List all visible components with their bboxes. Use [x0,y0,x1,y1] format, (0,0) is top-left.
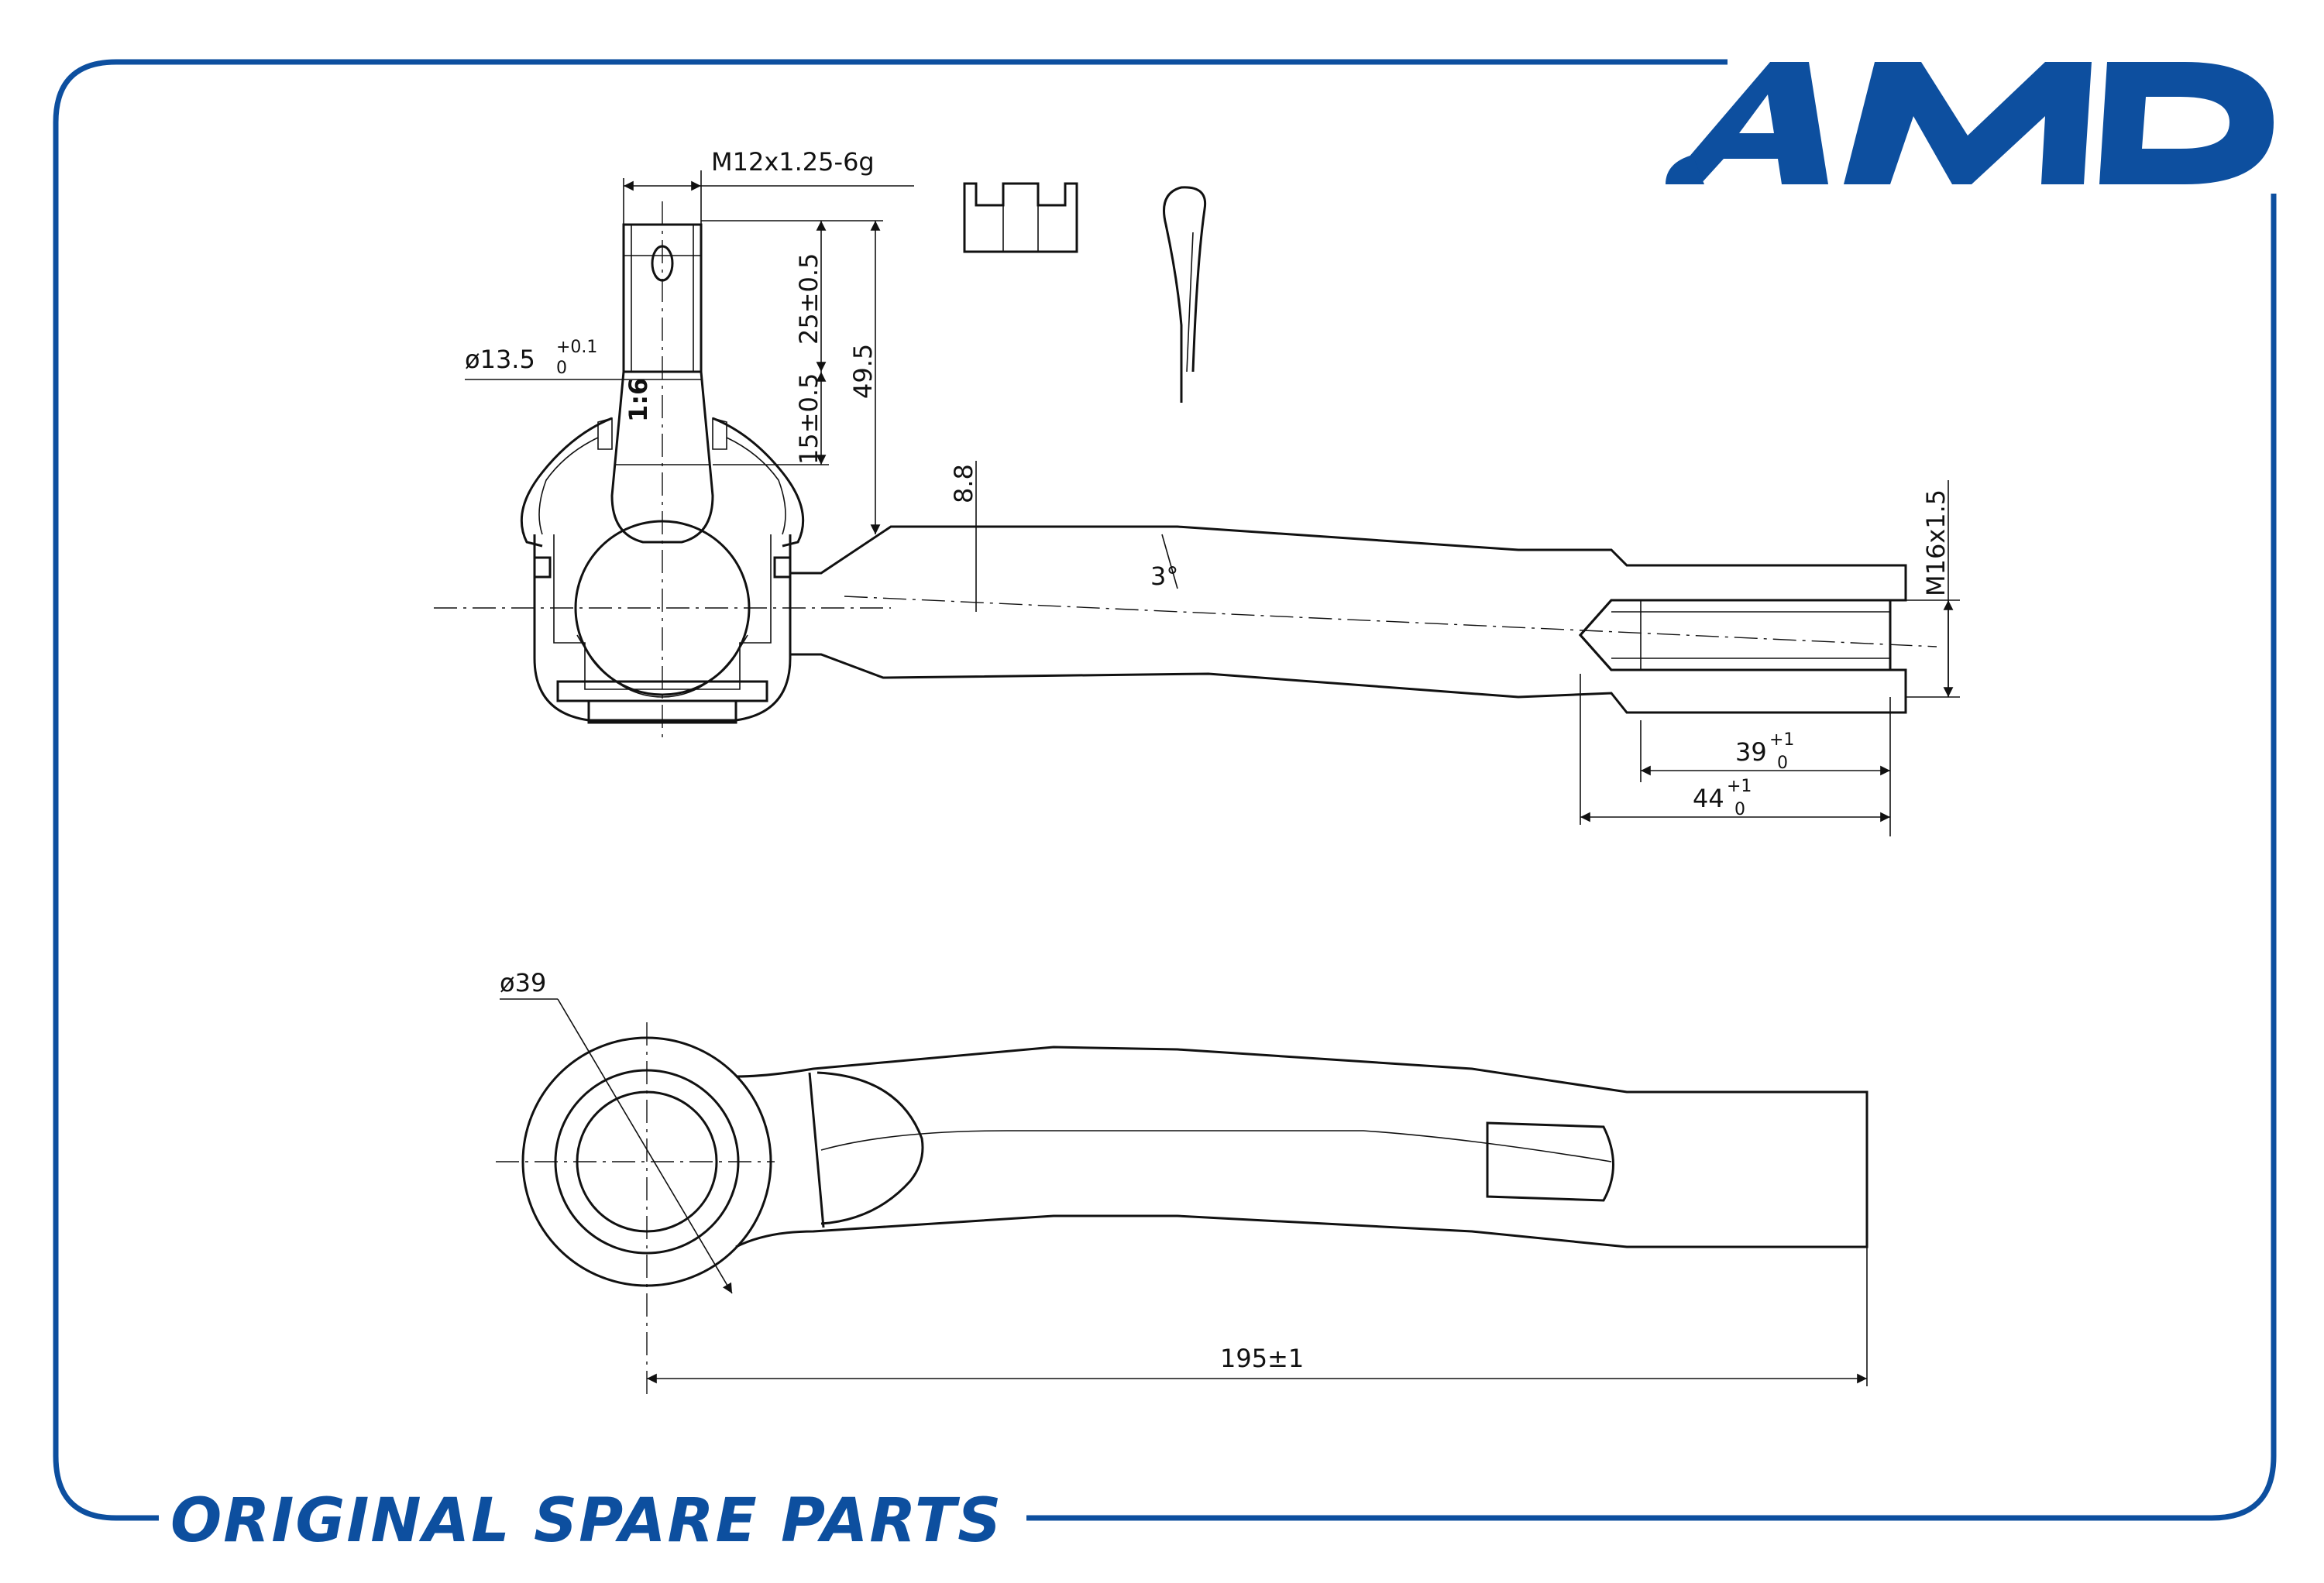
footer-slogan: ORIGINAL SPARE PARTS [170,1486,1002,1556]
dim-depth-44: 44 [1693,784,1724,813]
amd-logo [1666,62,2274,184]
section-view: 1:6 [434,201,1937,743]
dim-length-25: 25±0.5 [794,253,823,345]
taper-ratio-label: 1:6 [624,378,653,422]
dim-depth-39-tol-upper: +1 [1769,730,1794,750]
dim-depth-39: 39 [1735,737,1767,767]
dim-diameter-taper-tol-lower: 0 [556,359,567,378]
dim-depth-44-tol-lower: 0 [1734,800,1745,819]
dim-length-49: 49.5 [848,344,878,399]
dim-8-8: 8.8 [949,464,978,503]
cotter-pin-icon [1163,186,1207,403]
dim-overall-length: 195±1 [1220,1344,1304,1373]
castle-nut-icon [963,182,1078,253]
plan-view [496,998,1868,1394]
dim-diameter-taper: ø13.5 [465,345,535,374]
dim-depth-39-tol-lower: 0 [1777,754,1788,773]
dim-thread-end: M16x1.5 [1921,489,1951,596]
dimension-lines-top [465,170,1960,836]
dim-diameter-taper-tol-upper: +0.1 [556,338,597,357]
dim-depth-44-tol-upper: +1 [1727,777,1752,796]
dim-length-15: 15±0.5 [794,373,823,465]
dim-thread-stud: M12x1.25-6g [711,147,875,177]
dim-diameter-eye: ø39 [500,968,546,998]
frame-border [53,59,2277,1521]
dim-angle: 3° [1150,561,1178,591]
